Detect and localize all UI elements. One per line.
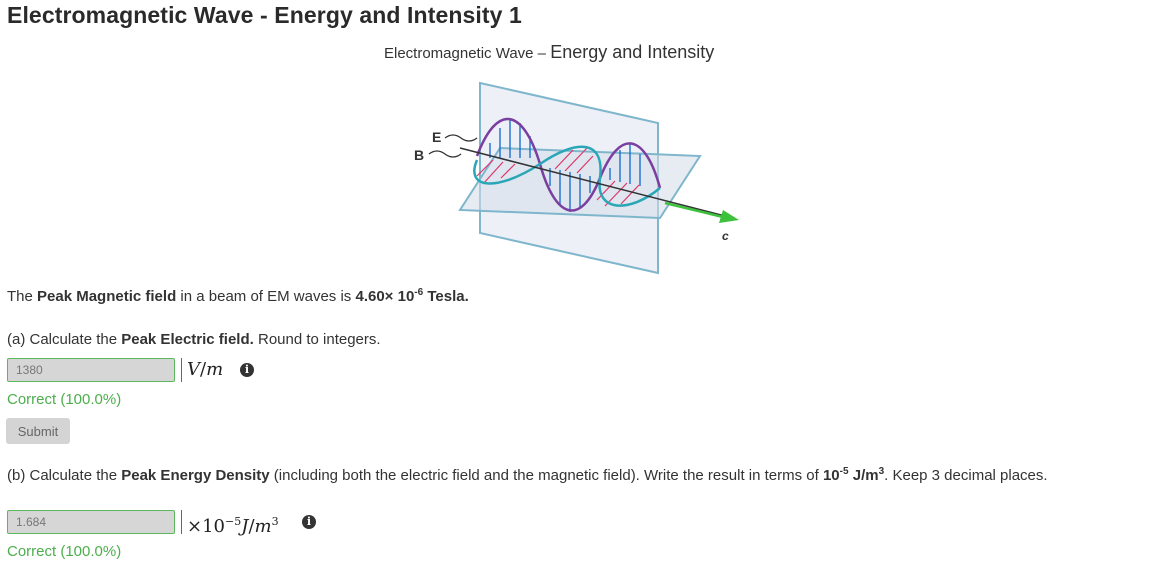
b-label: B (414, 147, 424, 163)
statement-text: The (7, 288, 38, 305)
part-a-question: (a) Calculate the Peak Electric field. R… (7, 331, 381, 348)
part-b-unit: ×10−5J/m3 (181, 510, 279, 537)
figure-caption-main: Energy and Intensity (550, 42, 715, 62)
propagation-arrow (664, 201, 724, 219)
em-wave-diagram: E B c (414, 81, 739, 275)
submit-button[interactable]: Submit (6, 418, 70, 444)
figure-caption: Electromagnetic Wave – Energy and Intens… (384, 42, 714, 63)
page-title: Electromagnetic Wave - Energy and Intens… (7, 2, 522, 28)
part-b-answer-input[interactable] (7, 510, 175, 534)
b-field-wave (473, 145, 661, 207)
part-b-status: Correct (100.0%) (7, 543, 122, 560)
e-label-leader (444, 134, 478, 142)
given-value: 4.60× 10-6 Tesla. (355, 287, 469, 305)
statement-text-2: in a beam of EM waves is (176, 288, 356, 305)
figure-caption-prefix: Electromagnetic Wave – (384, 45, 551, 62)
e-label: E (432, 129, 441, 145)
part-a-answer-input[interactable] (7, 358, 175, 382)
scale-factor: 10-5 J/m3 (822, 466, 885, 484)
propagation-arrow-head (719, 210, 739, 223)
info-icon[interactable]: i (240, 363, 254, 377)
part-a-unit: V/m (181, 358, 223, 382)
b-label-leader (428, 150, 462, 158)
statement-bold: Peak Magnetic field (37, 288, 177, 305)
info-icon[interactable]: i (302, 515, 316, 529)
c-label: c (722, 229, 729, 243)
problem-statement: The Peak Magnetic field in a beam of EM … (7, 287, 469, 305)
e-field-wave (475, 117, 662, 212)
part-a-status: Correct (100.0%) (7, 391, 122, 408)
part-b-question: (b) Calculate the Peak Energy Density (i… (7, 466, 1048, 484)
b-field-vectors (476, 147, 640, 207)
propagation-axis (459, 147, 726, 217)
